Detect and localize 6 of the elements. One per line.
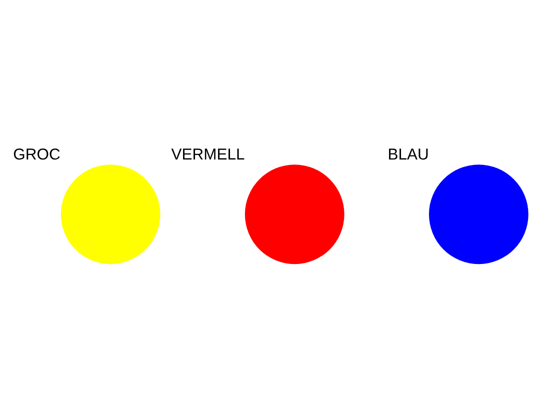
node-label: GROC <box>13 146 60 164</box>
node-circle <box>428 164 528 264</box>
node-circle <box>244 164 344 264</box>
node-label: VERMELL <box>171 146 245 164</box>
node-circle <box>60 164 160 264</box>
node-label: BLAU <box>388 146 429 164</box>
